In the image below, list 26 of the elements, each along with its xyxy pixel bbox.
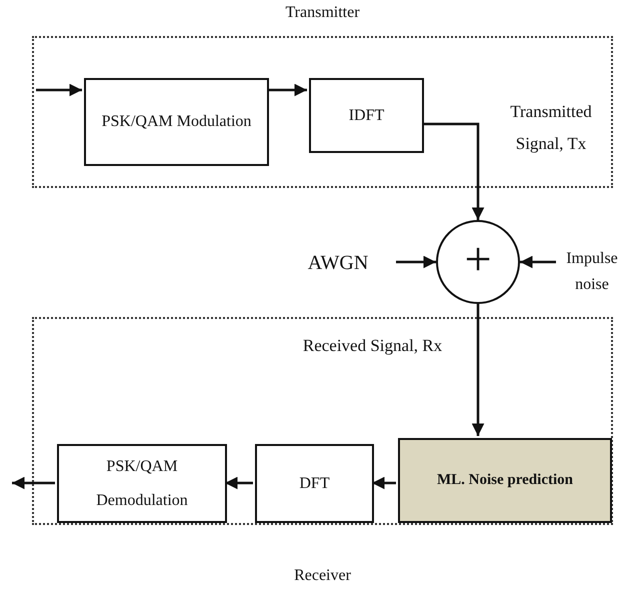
arrow	[225, 476, 253, 490]
group-heading: Receiver	[293, 567, 352, 585]
input-label: Impulse noise	[562, 250, 622, 294]
arrow	[36, 84, 82, 96]
arrow	[267, 84, 307, 96]
arrow	[520, 256, 556, 268]
block-label: ML. Noise prediction	[437, 470, 573, 490]
signal-label: Received Signal, Rx	[302, 335, 444, 357]
arrow	[472, 304, 484, 436]
arrow	[422, 122, 484, 220]
process-block	[309, 78, 424, 153]
block-label: IDFT	[348, 106, 384, 126]
process-block	[255, 444, 374, 523]
block-label: PSK/QAM Modulation	[102, 112, 252, 132]
group-heading: Transmitter	[284, 4, 361, 22]
block-label: DFT	[299, 474, 330, 494]
process-block	[57, 444, 227, 523]
signal-label: Transmitted Signal, Tx	[509, 101, 593, 156]
process-block	[398, 438, 612, 523]
arrow	[396, 256, 436, 268]
process-block	[84, 78, 269, 166]
input-label: AWGN	[296, 248, 380, 278]
arrow	[372, 476, 396, 490]
plus-sign: +	[464, 236, 492, 284]
arrow	[12, 476, 55, 490]
block-label: PSK/QAM Demodulation	[95, 456, 189, 510]
